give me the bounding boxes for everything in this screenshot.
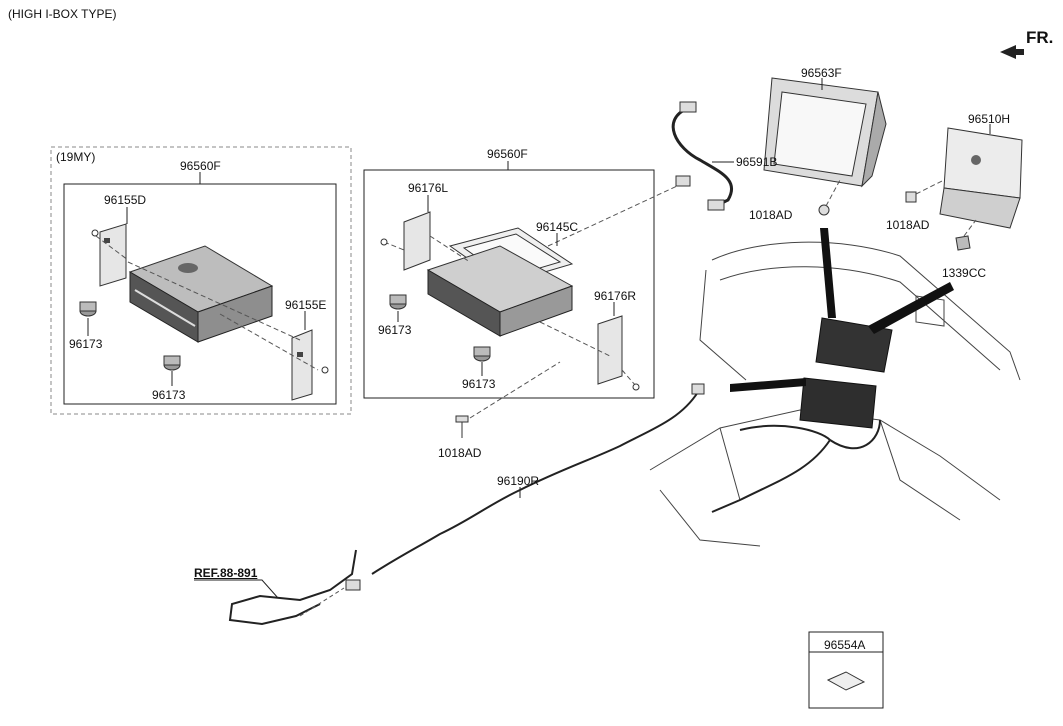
direction-label: FR. — [1026, 28, 1054, 47]
frame-96560f-mid — [363, 169, 655, 399]
label-96190r: 96190R — [497, 474, 540, 488]
label-1018ad-a: 1018AD — [749, 208, 793, 222]
fr-arrow-icon — [1000, 45, 1024, 59]
knob-96173-l2 — [163, 355, 181, 371]
display-96563f — [763, 77, 887, 188]
dash-mid — [383, 179, 691, 387]
cable-ref — [228, 549, 357, 626]
label-96176r: 96176R — [594, 289, 637, 303]
label-96560f-left: 96560F — [180, 159, 221, 173]
knob-96173-l1 — [79, 301, 97, 317]
type-note: (HIGH I-BOX TYPE) — [8, 7, 117, 21]
label-96591b: 96591B — [736, 155, 778, 169]
dash-ref — [299, 587, 345, 617]
bracket-96176l — [403, 211, 431, 271]
label-96145c: 96145C — [536, 220, 579, 234]
screw-left-b — [321, 366, 329, 374]
bracket-96155e — [291, 329, 313, 401]
bracket-96155d — [99, 223, 127, 287]
dash-1339cc — [963, 219, 977, 237]
label-96560f-mid: 96560F — [487, 147, 528, 161]
label-19my: (19MY) — [56, 150, 96, 164]
knob-96173-m1 — [389, 294, 407, 310]
dash-1018ad-bottom — [469, 361, 561, 419]
label-96554a: 96554A — [824, 638, 866, 652]
screw-mid-a — [380, 238, 388, 246]
label-96155d: 96155D — [104, 193, 147, 207]
dash-1018ad-a — [825, 179, 841, 207]
frame-96554a — [808, 631, 884, 709]
label-96176l: 96176L — [408, 181, 449, 195]
pointer-unit-96510h — [868, 282, 954, 334]
knob-96173-m2 — [473, 346, 491, 362]
pointer-display — [820, 228, 836, 318]
frame-19my-dashed — [50, 146, 352, 415]
label-96173-m1: 96173 — [378, 323, 412, 337]
leader-ref — [194, 579, 279, 599]
connector-96190r-a — [691, 383, 705, 395]
screw-left-a — [91, 229, 99, 237]
label-96173-m2: 96173 — [462, 377, 496, 391]
bolt-1018ad-a — [818, 204, 830, 216]
connector-96190r-b — [345, 579, 361, 591]
bracket-96176r — [597, 315, 623, 385]
label-1339cc: 1339CC — [942, 266, 987, 280]
label-96173-l2: 96173 — [152, 388, 186, 402]
connector-96591b-a — [679, 101, 697, 113]
pointer-head-unit — [730, 378, 806, 392]
label-96155e: 96155E — [285, 298, 327, 312]
label-1018ad-b: 1018AD — [886, 218, 930, 232]
sticker-96554a — [826, 671, 866, 691]
label-96173-l1: 96173 — [69, 337, 103, 351]
head-unit-19my — [128, 245, 274, 343]
dash-1018ad-b — [915, 179, 945, 195]
label-96510h: 96510H — [968, 112, 1011, 126]
harness-96591b — [671, 106, 734, 208]
bolt-1018ad-b — [905, 191, 917, 203]
dash-left-1 — [95, 235, 319, 371]
label-1018ad-bottom: 1018AD — [438, 446, 482, 460]
dashboard-wiring — [711, 419, 881, 513]
ref-link-88-891[interactable]: REF.88-891 — [194, 566, 258, 580]
screw-mid-b — [632, 383, 640, 391]
nut-1339cc — [955, 235, 971, 251]
connector-96591b-c — [707, 199, 725, 211]
dashboard-unit-installed — [799, 377, 877, 429]
connector-96591b-b — [675, 175, 691, 187]
bolt-1018ad-bottom — [455, 415, 469, 438]
label-96563f: 96563F — [801, 66, 842, 80]
head-unit-96145c — [426, 227, 574, 337]
unit-96510h — [939, 127, 1023, 229]
